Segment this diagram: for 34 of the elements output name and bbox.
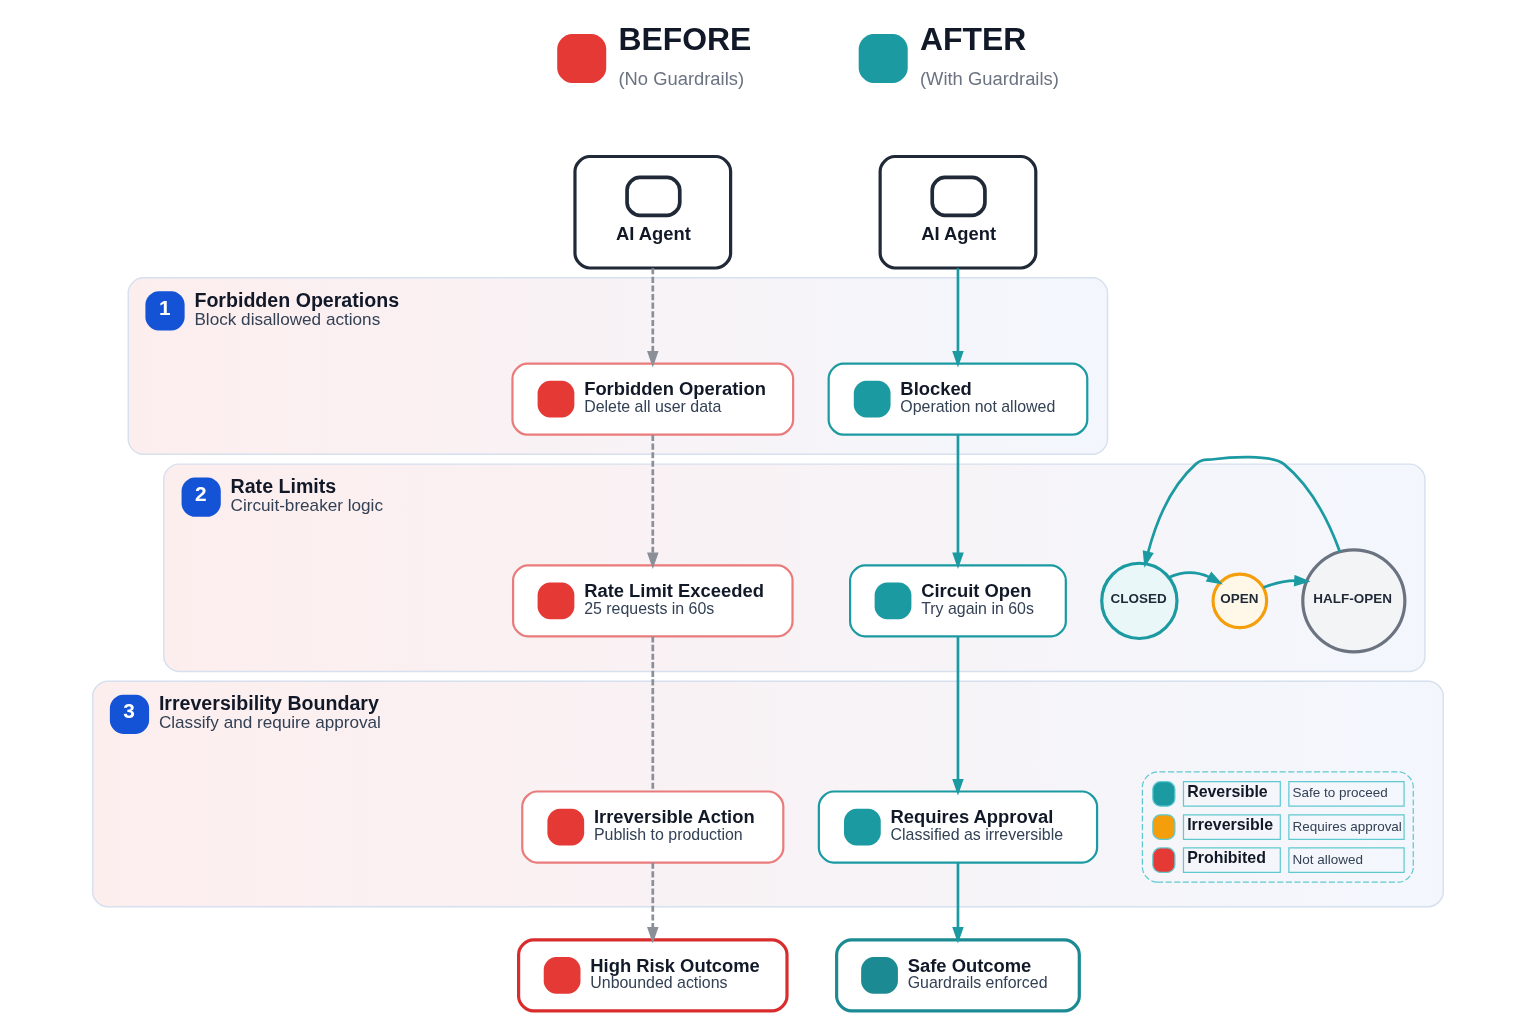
node-box: Forbidden Operation Delete all user data (511, 362, 795, 436)
node-box: Safe Outcome Guardrails enforced (835, 938, 1081, 1013)
label: AFTER (919, 20, 1027, 57)
node-box: Blocked Operation not allowed (827, 362, 1089, 436)
node-circle: CLOSED (1100, 561, 1179, 641)
arrow (1262, 574, 1311, 589)
node-circle: HALF-OPEN (1301, 548, 1407, 654)
node-box: Irreversible Action Publish to production (521, 790, 785, 864)
label: Safe to proceed (1292, 785, 1388, 801)
arrow (952, 636, 964, 796)
node-box: Circuit Open Try again in 60s (849, 564, 1067, 638)
legend-label: Reversible (1187, 782, 1268, 800)
arrow (647, 435, 659, 570)
arrow (1168, 571, 1223, 585)
node-box: High Risk Outcome Unbounded actions (517, 938, 789, 1013)
arrow (952, 268, 964, 368)
legend-label: Prohibited (1187, 849, 1266, 867)
arrow (952, 435, 964, 570)
arrow (952, 862, 964, 944)
label: BEFORE (618, 20, 752, 57)
node-circle: OPEN (1211, 572, 1269, 630)
arrow (1142, 455, 1342, 568)
arrow (647, 268, 659, 368)
arrow (647, 862, 659, 944)
label: Not allowed (1292, 851, 1363, 867)
node-box: Rate Limit Exceeded 25 requests in 60s (511, 564, 794, 638)
node-box: AI Agent (878, 154, 1038, 270)
label: (With Guardrails) (919, 68, 1059, 90)
label: (No Guardrails) (618, 68, 745, 90)
node-box: Requires Approval Classified as irreversible (817, 790, 1099, 864)
connector (651, 636, 655, 792)
node-box: AI Agent (573, 154, 733, 270)
label: Requires approval (1292, 818, 1402, 834)
legend-label: Irreversible (1187, 816, 1274, 833)
